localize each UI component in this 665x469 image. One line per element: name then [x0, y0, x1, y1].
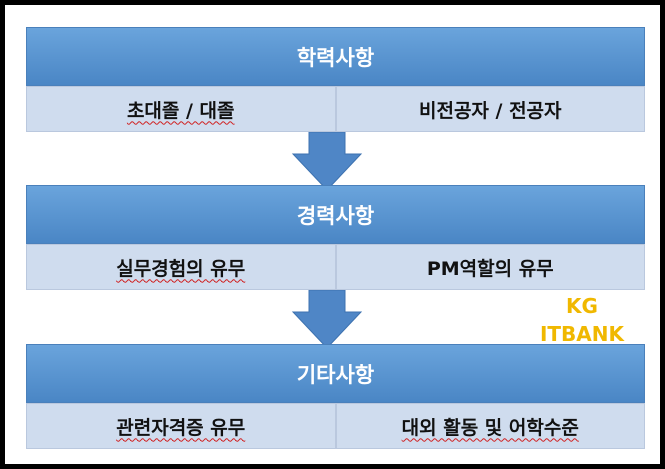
- experience-left-cell: 실무경험의 유무: [26, 244, 336, 290]
- section-title: 기타사항: [26, 344, 645, 403]
- other-right-cell: 대외 활동 및 어학수준: [335, 403, 645, 449]
- experience-right-label: PM역할의 유무: [426, 257, 554, 280]
- watermark-line2: ITBANK: [539, 322, 625, 346]
- section-other: 기타사항 관련자격증 유무 대외 활동 및 어학수준: [26, 344, 645, 449]
- section-education: 학력사항 초대졸 / 대졸 비전공자 / 전공자: [26, 27, 645, 132]
- other-left-cell: 관련자격증 유무: [26, 403, 336, 449]
- section-title: 학력사항: [26, 27, 645, 86]
- education-right-label: 비전공자 / 전공자: [418, 99, 562, 122]
- watermark-line1: KG: [566, 294, 598, 318]
- section-title: 경력사항: [26, 185, 645, 244]
- education-right-cell: 비전공자 / 전공자: [335, 86, 645, 132]
- experience-right-cell: PM역할의 유무: [335, 244, 645, 290]
- kg-itbank-watermark: KG ITBANK: [527, 292, 637, 348]
- down-arrow-icon: [291, 132, 363, 191]
- section-experience: 경력사항 실무경험의 유무 PM역할의 유무: [26, 185, 645, 290]
- down-arrow-icon: [291, 290, 363, 349]
- experience-left-label: 실무경험의 유무: [116, 257, 246, 280]
- other-left-label: 관련자격증 유무: [116, 416, 246, 439]
- education-left-label: 초대졸 / 대졸: [126, 99, 235, 122]
- other-right-label: 대외 활동 및 어학수준: [401, 416, 579, 439]
- education-left-cell: 초대졸 / 대졸: [26, 86, 336, 132]
